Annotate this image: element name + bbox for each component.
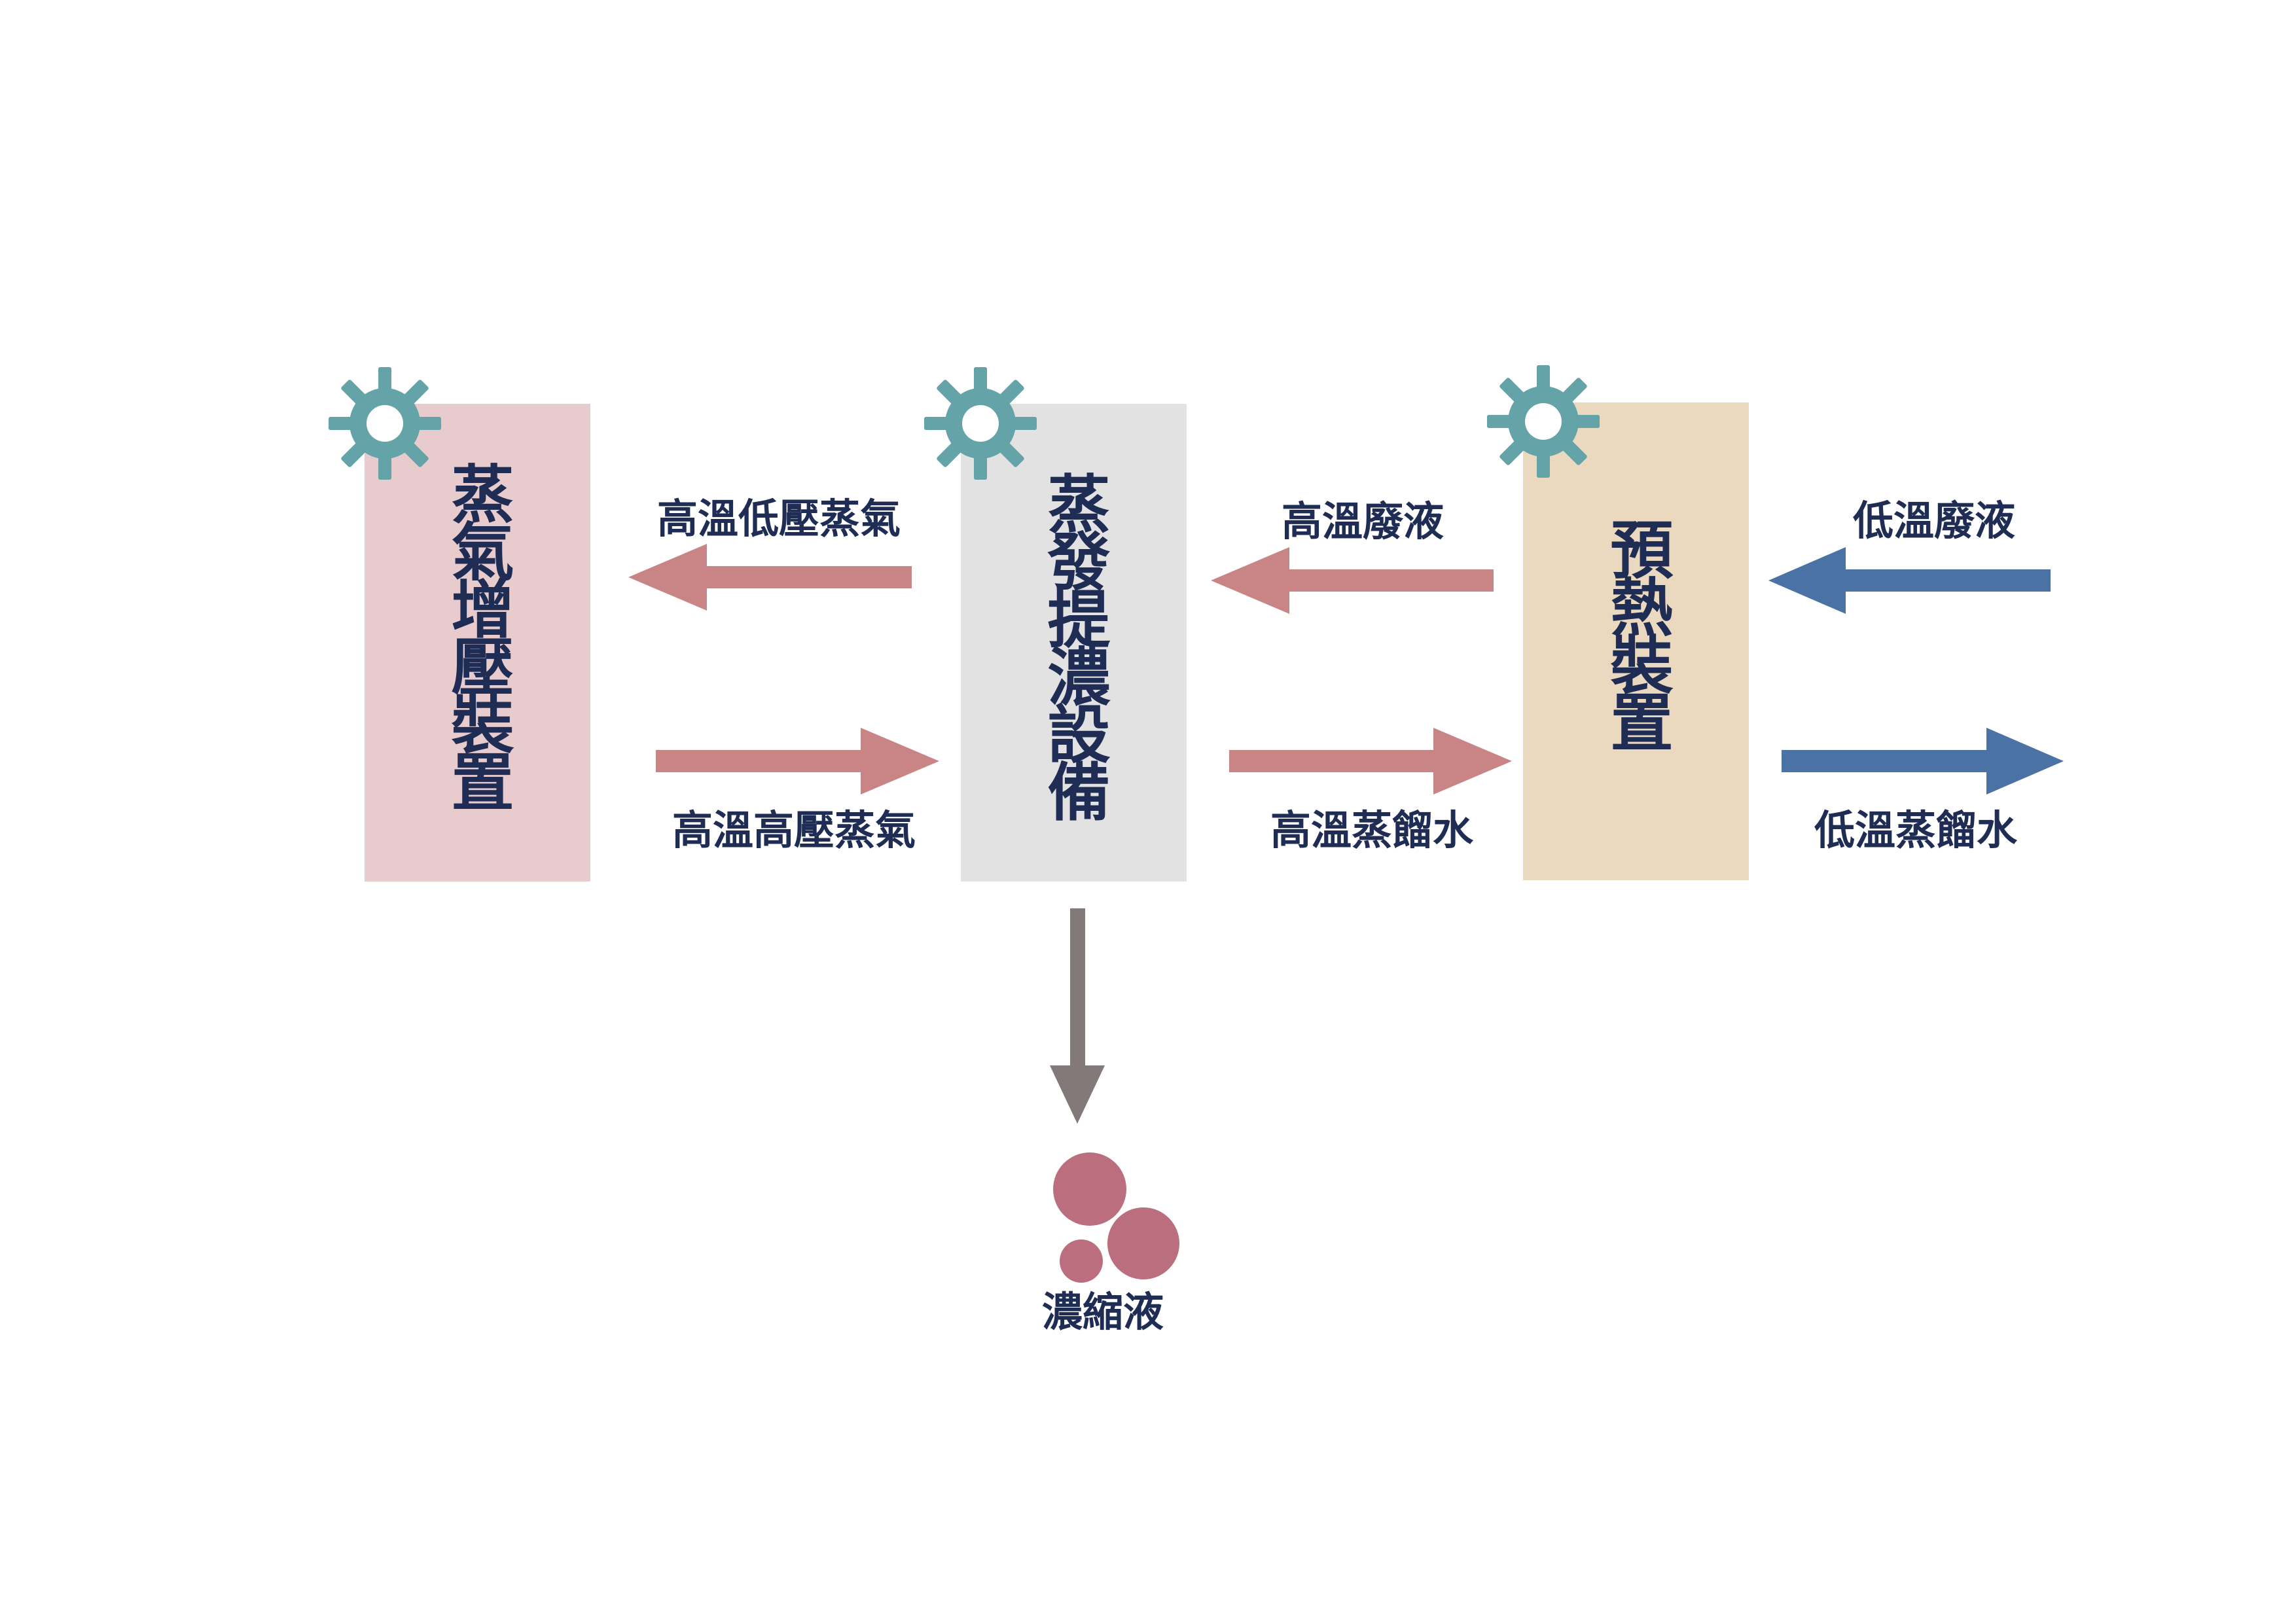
high-pressure-steam-arrow: [656, 728, 939, 794]
droplet-small: [1060, 1240, 1103, 1283]
gear-hole: [367, 405, 403, 442]
evaporator-gear-icon: [924, 367, 1037, 480]
cold-waste-arrow: [1768, 547, 2051, 614]
evaporator-box: [961, 404, 1187, 882]
droplet-large: [1053, 1152, 1126, 1226]
droplets-icon: [1053, 1152, 1179, 1283]
cold-distilled-label: 低溫蒸餾水: [1814, 806, 2017, 854]
concentrate-arrow: [1050, 908, 1105, 1124]
preheater-gear-icon: [1487, 365, 1600, 478]
high-pressure-steam-label: 高溫高壓蒸氣: [672, 806, 916, 854]
low-pressure-steam-arrow: [628, 544, 912, 611]
preheater-label: 預熱裝置: [1600, 517, 1673, 747]
compressor-label: 蒸氣增壓裝置: [440, 461, 514, 807]
cold-waste-label: 低溫廢液: [1852, 497, 2015, 544]
low-pressure-steam-label: 高溫低壓蒸氣: [656, 495, 901, 543]
hot-distilled-arrow: [1229, 728, 1512, 794]
compressor-gear-icon: [329, 367, 441, 480]
hot-waste-arrow: [1211, 547, 1494, 614]
cold-distilled-arrow: [1782, 728, 2064, 794]
concentrate-label: 濃縮液: [1041, 1288, 1164, 1336]
gear-hole: [1525, 403, 1562, 440]
preheater-box: [1523, 402, 1749, 880]
hot-distilled-label: 高溫蒸餾水: [1270, 806, 1473, 854]
compressor-box: [365, 404, 590, 882]
evaporator-label: 蒸發提濃設備: [1037, 471, 1110, 817]
hot-waste-label: 高溫廢液: [1281, 497, 1444, 545]
droplet-medium: [1107, 1207, 1179, 1279]
gear-hole: [962, 405, 999, 442]
